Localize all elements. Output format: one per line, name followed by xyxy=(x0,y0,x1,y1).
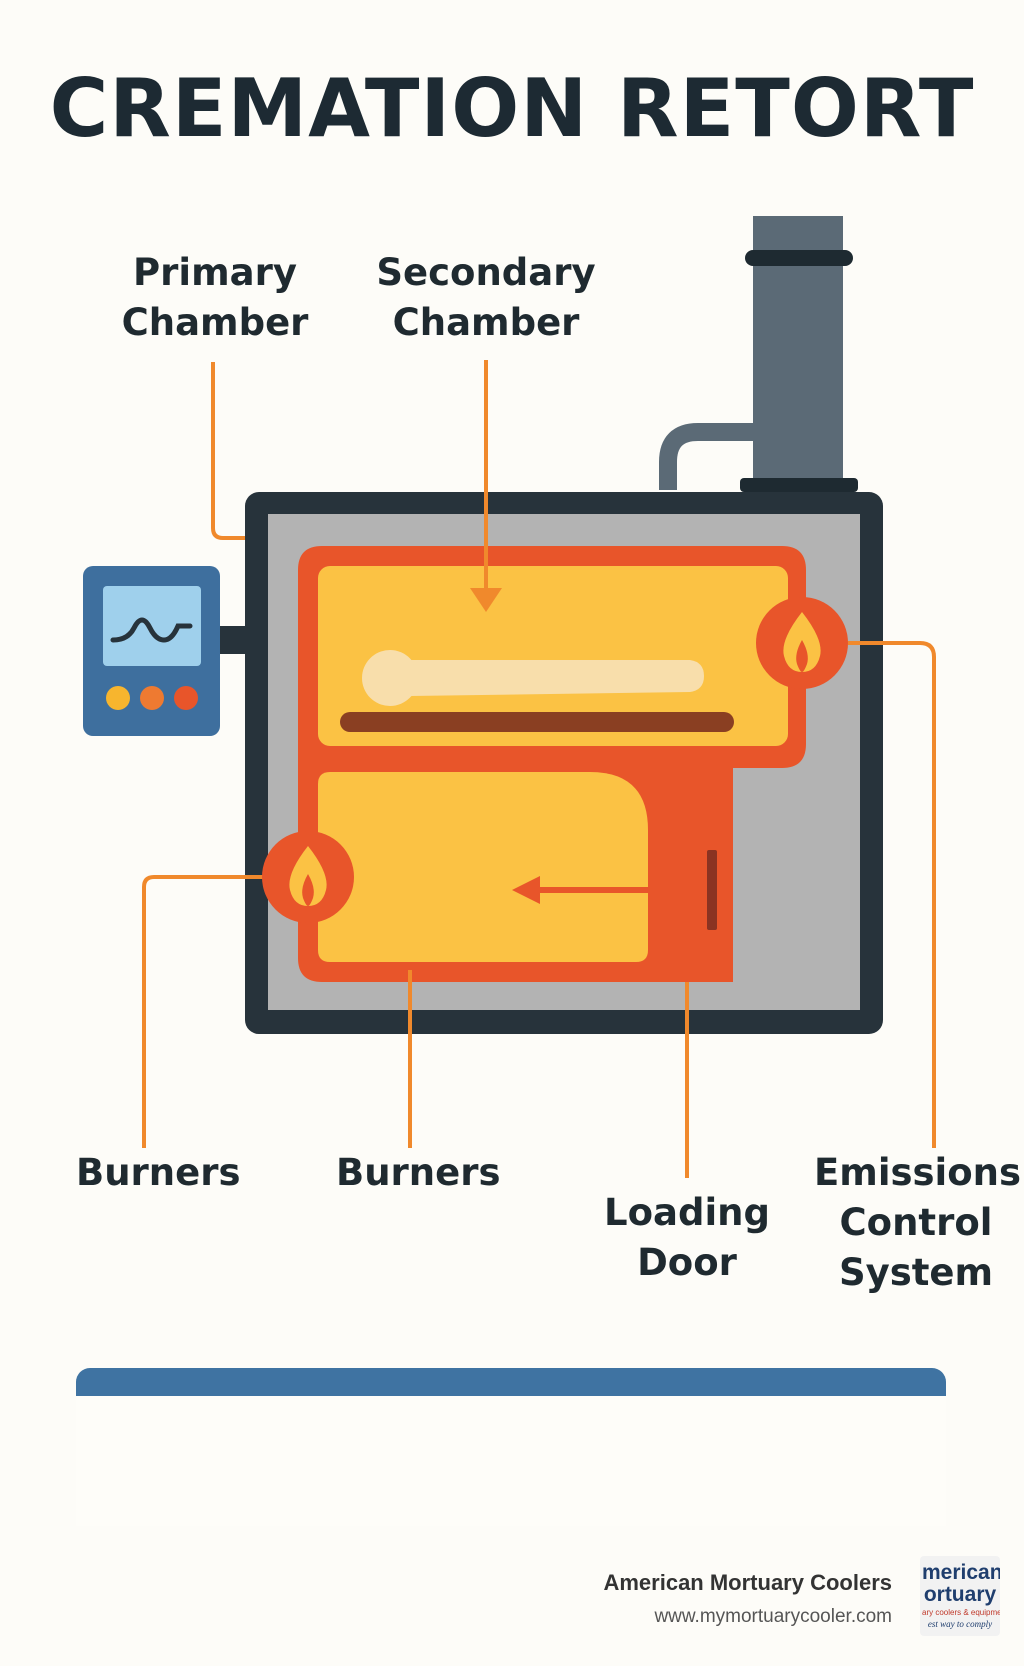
brand-url: www.mymortuarycooler.com xyxy=(654,1606,892,1627)
bottom-panel-bar xyxy=(76,1368,946,1396)
loading-door-bar xyxy=(707,850,717,930)
burner-lower-left xyxy=(262,831,354,923)
label-secondary-chamber: Secondary Chamber xyxy=(376,251,596,344)
brand-logo: merican ortuary ary coolers & equipment … xyxy=(920,1556,1000,1636)
brand-name: American Mortuary Coolers xyxy=(603,1570,892,1595)
logo-text-3: ary coolers & equipment xyxy=(922,1608,1000,1617)
cremation-tray xyxy=(340,712,734,732)
label-emissions-control: Emissions Control System xyxy=(814,1151,1022,1294)
primary-chamber xyxy=(318,772,648,962)
logo-text-1: merican xyxy=(922,1561,1000,1584)
airflow-arrow-icon xyxy=(512,876,707,904)
page-title: CREMATION RETORT xyxy=(49,62,975,155)
burner-upper-right xyxy=(756,597,848,689)
secondary-chamber-arrow-icon xyxy=(470,360,502,612)
flame-icon xyxy=(783,612,821,672)
leader-lines xyxy=(142,362,936,1178)
flame-icon xyxy=(289,846,327,906)
label-burners-left: Burners xyxy=(76,1151,241,1194)
secondary-chamber xyxy=(318,566,788,746)
bottom-panel xyxy=(76,1396,946,1526)
label-burners-center: Burners xyxy=(336,1151,501,1194)
control-panel xyxy=(83,566,251,736)
chimney xyxy=(659,216,858,492)
logo-text-2: ortuary xyxy=(923,1583,997,1606)
waveform-icon xyxy=(110,617,193,643)
label-loading-door: Loading Door xyxy=(604,1191,770,1284)
label-primary-chamber: Primary Chamber xyxy=(121,251,309,344)
body-silhouette-icon xyxy=(362,650,704,706)
logo-text-4: est way to comply xyxy=(927,1619,993,1629)
